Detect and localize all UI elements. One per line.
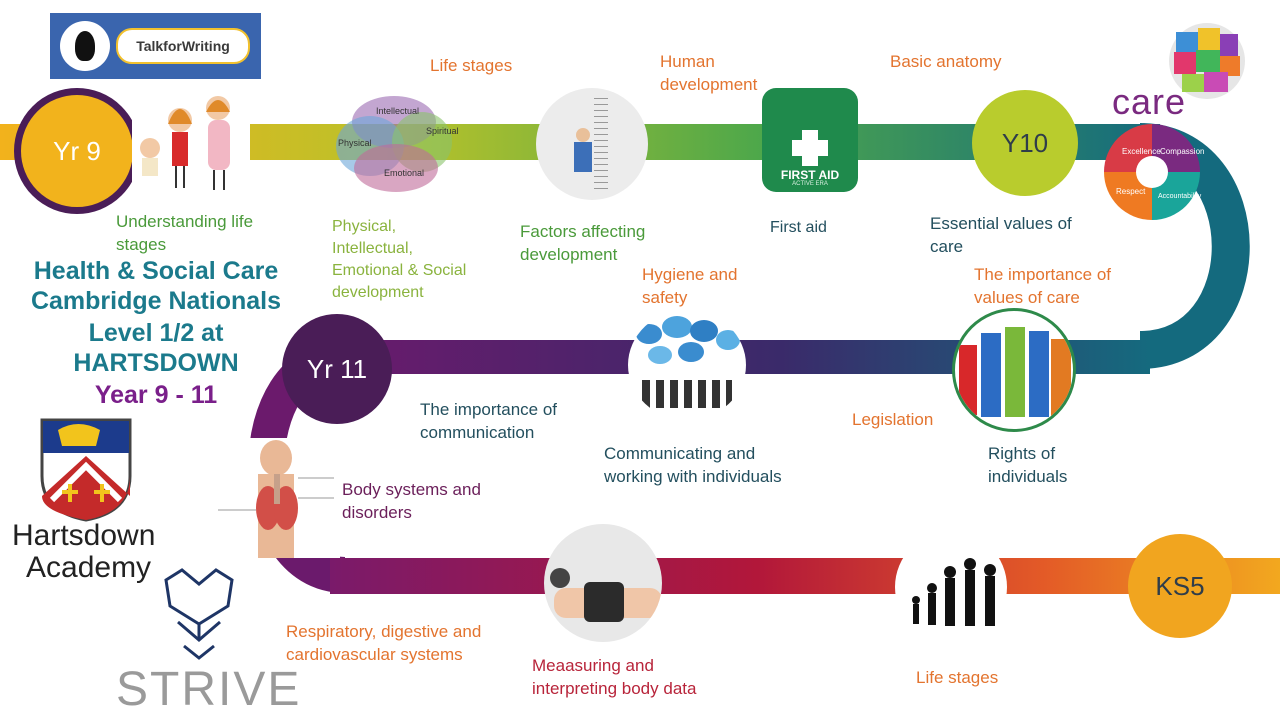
strive-text: STRIVE: [116, 663, 302, 716]
care-word: care: [1112, 84, 1187, 118]
logo-text: TalkforWriting: [116, 28, 250, 64]
first-aid-bag-image: FIRST AID ACTIVE ERA: [762, 88, 858, 192]
course-title-line4: HARTSDOWN: [73, 349, 239, 377]
label-hygiene-safety: Hygiene and safety: [642, 265, 738, 307]
label-life-stages-bottom: Life stages: [916, 668, 999, 687]
course-title-line2: Cambridge Nationals: [30, 287, 282, 315]
label-factors-affecting: Factors affecting development: [520, 222, 646, 264]
pies-spiritual: Spiritual: [426, 126, 458, 136]
first-aid-subtext: ACTIVE ERA: [792, 181, 828, 187]
course-title-line3: Level 1/2 at: [88, 319, 224, 347]
bird-icon: [60, 21, 110, 71]
label-first-aid: First aid: [770, 219, 827, 236]
milestone-y10: Y10: [972, 90, 1078, 196]
first-aid-text: FIRST AID: [780, 168, 840, 182]
milestone-yr11: Yr 11: [282, 314, 392, 424]
family-cartoon-image: [132, 84, 250, 196]
lotus-lion-icon: [164, 568, 234, 660]
pies-venn-image: Intellectual Physical Spiritual Emotiona…: [336, 96, 458, 192]
school-name-line1: Hartsdown: [12, 519, 156, 552]
label-pies-development: Physical, Intellectual, Emotional & Soci…: [332, 218, 467, 301]
road-bottom: [330, 558, 1280, 594]
life-stages-silhouette-image: [895, 531, 1007, 643]
label-understanding-life-stages: Understanding life stages: [116, 212, 254, 254]
talk-for-writing-logo: TalkforWriting: [50, 13, 261, 79]
rights-hands-image: [952, 308, 1076, 432]
label-life-stages-top: Life stages: [430, 56, 513, 75]
label-importance-communication: The importance of communication: [420, 400, 558, 442]
badge-compassion: Compassion: [1160, 147, 1204, 156]
child-growth-image: [536, 88, 648, 200]
puzzle-icon: [1169, 23, 1245, 99]
pies-intellectual: Intellectual: [376, 106, 419, 116]
school-name-line2: Academy: [26, 551, 152, 584]
anatomy-image: [214, 438, 340, 558]
label-respiratory: Respiratory, digestive and cardiovascula…: [286, 622, 482, 664]
badge-excellence: Excellence: [1122, 147, 1161, 156]
course-title-line5: Year 9 - 11: [94, 381, 218, 409]
hartsdown-crest-icon: [40, 418, 132, 522]
label-rights-individuals: Rights of individuals: [988, 444, 1068, 486]
label-measuring: Meaasuring and interpreting body data: [532, 656, 697, 698]
label-legislation: Legislation: [852, 410, 934, 429]
course-title-line1: Health & Social Care: [33, 257, 279, 285]
pies-physical: Physical: [338, 138, 372, 148]
care-values-badge: Excellence Compassion Accountability Res…: [1104, 124, 1204, 220]
label-essential-values: Essential values of care: [930, 214, 1072, 256]
label-importance-values: The importance of values of care: [974, 265, 1112, 307]
label-communicating-working: Communicating and working with individua…: [604, 444, 782, 486]
blood-pressure-image: [544, 524, 662, 642]
milestone-ks5: KS5: [1128, 534, 1232, 638]
milestone-yr9: Yr 9: [14, 88, 140, 214]
label-human-development: Human development: [660, 52, 758, 94]
label-basic-anatomy: Basic anatomy: [890, 52, 1002, 71]
label-body-systems: Body systems and disorders: [342, 480, 481, 522]
badge-respect: Respect: [1116, 187, 1146, 196]
badge-accountability: Accountability: [1158, 193, 1202, 200]
communication-image: [628, 310, 746, 420]
pies-emotional: Emotional: [384, 168, 424, 178]
